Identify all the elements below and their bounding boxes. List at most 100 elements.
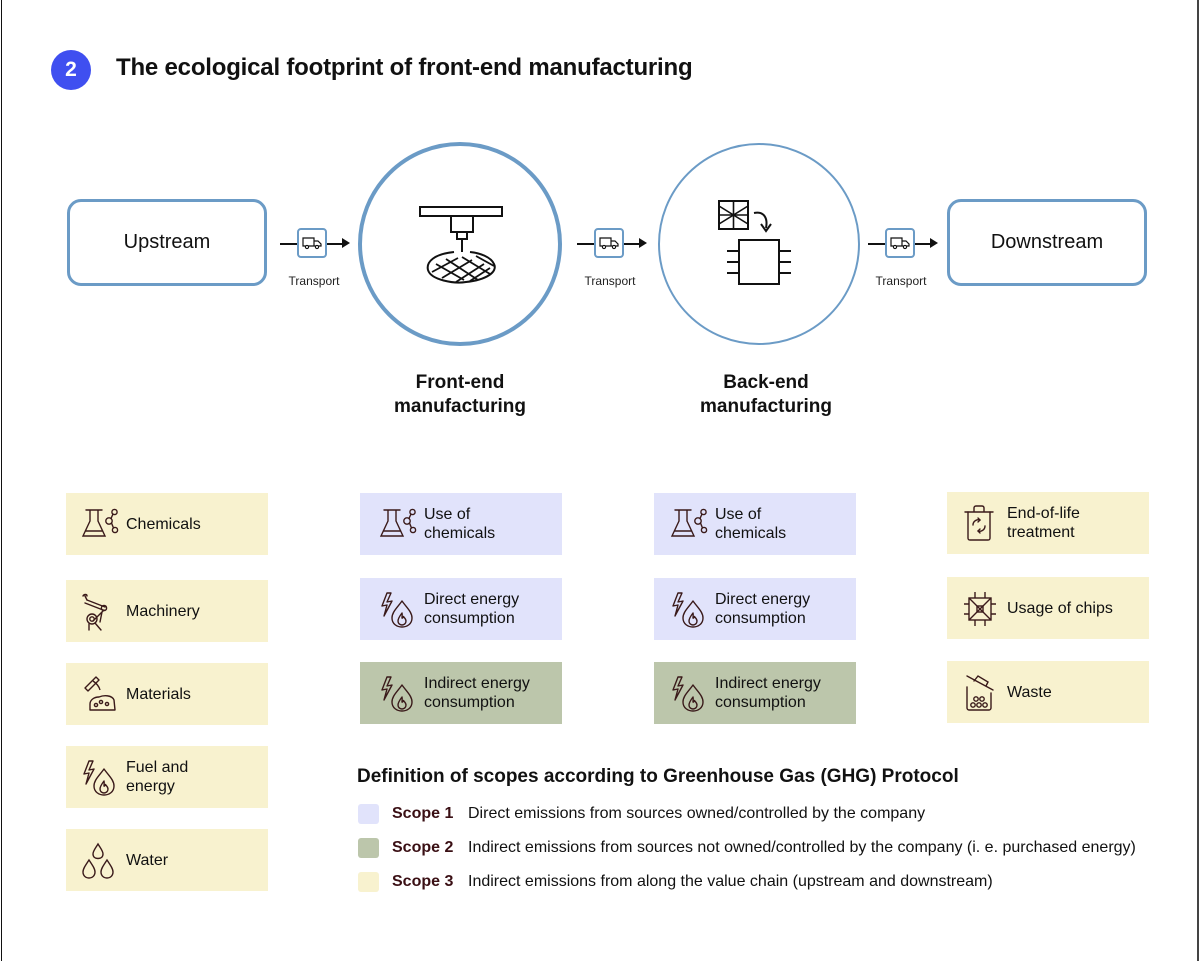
front-end-item-indirect-energy: Indirect energy consumption	[360, 662, 562, 724]
back-end-circle	[658, 143, 860, 345]
item-label-line2: consumption	[424, 610, 515, 627]
item-label: Materials	[126, 685, 191, 703]
connector-line	[868, 243, 885, 245]
connector-line	[624, 243, 640, 245]
scope-1-swatch	[358, 804, 379, 824]
scope-description: Indirect emissions from sources not owne…	[468, 839, 1136, 856]
item-label: Use of chemicals	[424, 505, 495, 543]
scope-description: Direct emissions from sources owned/cont…	[468, 805, 926, 822]
upstream-item-machinery: Machinery	[66, 580, 268, 642]
connector-line	[280, 243, 297, 245]
transport-step-2: Transport	[577, 227, 653, 291]
item-label-line1: End-of-life	[1007, 505, 1080, 522]
front-end-item-direct-energy: Direct energy consumption	[360, 578, 562, 640]
upstream-item-fuel-energy: Fuel and energy	[66, 746, 268, 808]
recycle-bin-icon	[964, 505, 994, 541]
right-border-line	[1197, 0, 1199, 961]
transport-step-1: Transport	[280, 227, 356, 291]
arrow-right-icon	[342, 238, 350, 248]
item-label-line1: Direct energy	[715, 591, 811, 608]
legend-scope-1: Scope 1 Direct emissions from sources ow…	[358, 804, 925, 824]
item-label: Water	[126, 851, 169, 869]
front-end-label-line1: Front-end	[415, 372, 505, 393]
item-label-line1: Use of	[424, 506, 471, 523]
item-label: Waste	[1007, 683, 1052, 701]
scope-definitions-title: Definition of scopes according to Greenh…	[357, 766, 959, 787]
item-label-line1: Use of	[715, 506, 762, 523]
lightning-flame-icon	[381, 592, 413, 628]
item-label: Use of chemicals	[715, 505, 786, 543]
item-label-line2: energy	[126, 778, 175, 795]
transport-step-3: Transport	[868, 227, 944, 291]
page-title: The ecological footprint of front-end ma…	[116, 54, 693, 81]
flask-molecule-icon	[82, 508, 119, 537]
item-label-line2: consumption	[715, 610, 806, 627]
downstream-box: Downstream	[947, 199, 1147, 286]
water-drops-icon	[82, 843, 114, 879]
downstream-item-waste: Waste	[947, 661, 1149, 723]
upstream-item-chemicals: Chemicals	[66, 493, 268, 555]
flask-molecule-icon	[380, 508, 417, 537]
back-end-item-indirect-energy: Indirect energy consumption	[654, 662, 856, 724]
lightning-flame-icon	[83, 760, 115, 796]
item-label-line1: Indirect energy	[424, 675, 530, 692]
item-label-line2: chemicals	[715, 525, 787, 542]
flask-molecule-icon	[671, 508, 708, 537]
arrow-right-icon	[930, 238, 938, 248]
chip-packaging-icon	[718, 200, 791, 285]
item-label: Indirect energy consumption	[424, 674, 530, 712]
upstream-item-water: Water	[66, 829, 268, 891]
item-label-line1: Fuel and	[126, 759, 189, 776]
item-label: End-of-life treatment	[1007, 504, 1080, 542]
upstream-item-materials: Materials	[66, 663, 268, 725]
item-label-line2: treatment	[1007, 524, 1075, 541]
item-label: Usage of chips	[1007, 599, 1113, 617]
section-number-badge: 2	[51, 50, 91, 90]
front-end-circle	[358, 142, 562, 346]
downstream-item-end-of-life: End-of-life treatment	[947, 492, 1149, 554]
scope-name: Scope 1	[392, 805, 454, 822]
chip-icon	[963, 591, 997, 627]
scope-name: Scope 3	[392, 873, 454, 890]
wafer-fab-icon	[419, 206, 503, 284]
arrow-right-icon	[639, 238, 647, 248]
truck-icon	[885, 228, 915, 258]
legend-scope-2: Scope 2 Indirect emissions from sources …	[358, 838, 1136, 858]
item-label: Fuel and energy	[126, 758, 188, 796]
item-label-line1: Indirect energy	[715, 675, 821, 692]
scope-description: Indirect emissions from along the value …	[468, 873, 993, 890]
item-label: Indirect energy consumption	[715, 674, 821, 712]
back-end-label-line2: manufacturing	[700, 396, 832, 417]
lightning-flame-icon	[381, 676, 413, 712]
item-label-line2: chemicals	[424, 525, 496, 542]
front-end-label: Front-end manufacturing	[350, 371, 570, 419]
back-end-item-chemicals: Use of chemicals	[654, 493, 856, 555]
waste-bin-icon	[966, 675, 994, 711]
transport-label: Transport	[288, 274, 340, 288]
front-end-item-chemicals: Use of chemicals	[360, 493, 562, 555]
scope-3-swatch	[358, 872, 379, 892]
back-end-item-direct-energy: Direct energy consumption	[654, 578, 856, 640]
item-label-line2: consumption	[424, 694, 515, 711]
front-end-label-line2: manufacturing	[394, 396, 526, 417]
item-label: Machinery	[126, 602, 200, 620]
upstream-box: Upstream	[67, 199, 267, 286]
upstream-label: Upstream	[123, 231, 211, 253]
truck-icon	[594, 228, 624, 258]
truck-icon	[297, 228, 327, 258]
connector-line	[577, 243, 594, 245]
back-end-label-line1: Back-end	[723, 372, 809, 393]
item-label: Direct energy consumption	[715, 590, 810, 628]
lightning-flame-icon	[672, 676, 704, 712]
connector-line	[915, 243, 931, 245]
back-end-label: Back-end manufacturing	[656, 371, 876, 419]
scope-2-swatch	[358, 838, 379, 858]
left-border-line	[1, 0, 2, 961]
item-label-line2: consumption	[715, 694, 806, 711]
downstream-label: Downstream	[990, 231, 1104, 253]
lightning-flame-icon	[672, 592, 704, 628]
item-label: Chemicals	[126, 515, 201, 533]
scope-name: Scope 2	[392, 839, 454, 856]
robot-arm-icon	[82, 593, 108, 631]
transport-label: Transport	[584, 274, 636, 288]
